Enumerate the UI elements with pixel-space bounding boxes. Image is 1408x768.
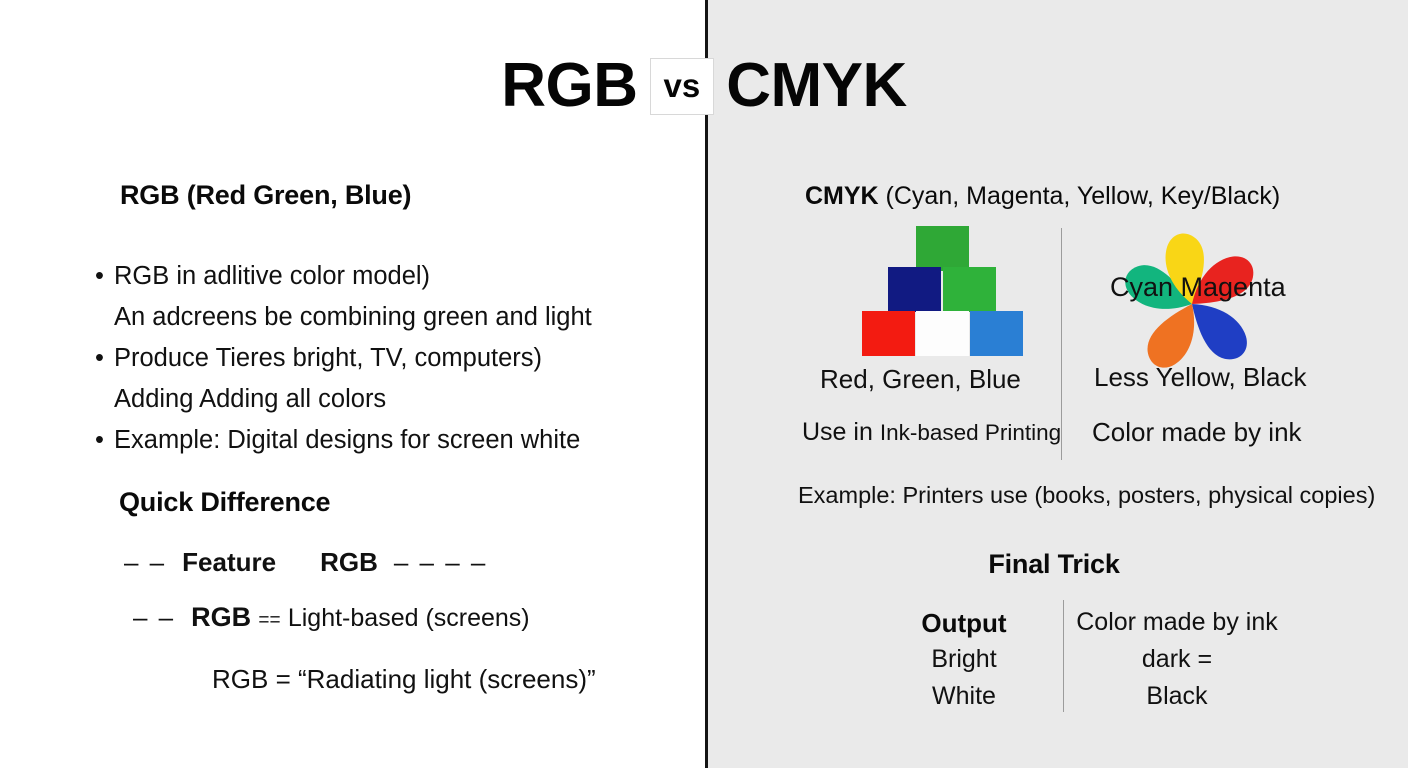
final-trick-output-line: Bright xyxy=(931,645,997,673)
square-green xyxy=(943,267,996,312)
rgb-label: RGB xyxy=(191,602,252,632)
bullet-icon: • xyxy=(95,344,104,372)
list-item: •Adding Adding all colors xyxy=(95,379,685,420)
list-item: • Produce Tieres bright, TV, computers) xyxy=(95,338,685,379)
list-item-label: An adcreens be combining green and light xyxy=(114,303,592,331)
bullet-icon: • xyxy=(95,262,104,290)
rgb-value: Light-based (screens) xyxy=(287,604,530,632)
caption-less-yellow-black: Less Yellow, Black xyxy=(1094,362,1307,392)
list-item-label: Produce Tieres bright, TV, computers) xyxy=(114,344,543,372)
list-item: • RGB in adlitive color model) xyxy=(95,256,685,297)
final-trick-output-title: Output xyxy=(921,608,1007,638)
caption-ink-based-printing: Use in Ink-based Printing xyxy=(802,418,1061,447)
petal-yellow-icon xyxy=(1165,233,1204,304)
title-rgb: RGB xyxy=(501,51,638,120)
cmyk-flower-graphic xyxy=(1112,218,1272,370)
final-trick-divider xyxy=(1063,600,1064,712)
rgb-panel xyxy=(0,0,706,768)
final-trick-ink-line: dark = xyxy=(1141,645,1213,673)
square-red xyxy=(862,311,915,356)
final-trick-column-output: Output Bright White xyxy=(888,605,1040,715)
petal-red-icon xyxy=(1192,256,1254,304)
feature-value: RGB xyxy=(320,547,378,577)
feature-label: Feature xyxy=(182,547,277,577)
page-title: RGB vs CMYK xyxy=(0,44,1408,128)
cmyk-heading: CMYK (Cyan, Magenta, Yellow, Key/Black) xyxy=(805,182,1280,211)
equals-sign-2: = xyxy=(269,610,281,631)
rgb-squares-graphic xyxy=(862,226,1024,356)
center-divider xyxy=(705,0,708,768)
flower-overlay-label: Cyan Magenta xyxy=(1110,272,1286,302)
final-trick-heading: Final Trick xyxy=(0,549,1408,580)
comparison-row-rgb: – – RGB == Light-based (screens) xyxy=(133,600,530,638)
petal-teal-icon xyxy=(1125,265,1192,309)
list-item-label: Example: Digital designs for screen whit… xyxy=(114,426,581,454)
comparison-row-feature: – – Feature RGB – – – – xyxy=(124,545,487,579)
final-trick-ink-title: Color made by ink xyxy=(1076,608,1278,636)
list-item: • Example: Digital designs for screen whi… xyxy=(95,420,685,461)
graphics-column-divider xyxy=(1061,228,1062,460)
equals-sign: = xyxy=(258,610,270,631)
petal-blue-icon xyxy=(1192,304,1247,360)
caption-red-green-blue: Red, Green, Blue xyxy=(820,364,1021,394)
list-item: •An adcreens be combining green and ligh… xyxy=(95,297,685,338)
square-green-top xyxy=(916,226,969,271)
cmyk-heading-rest: (Cyan, Magenta, Yellow, Key/Black) xyxy=(878,182,1281,210)
petal-orange-icon xyxy=(1147,304,1195,368)
final-trick-column-ink: Color made by ink dark = Black xyxy=(1076,604,1278,715)
caption-color-made-by-ink: Color made by ink xyxy=(1092,417,1302,447)
final-trick-heading-label: Final Trick xyxy=(988,549,1120,579)
dash-left: – – xyxy=(124,547,167,577)
list-item-label: Adding Adding all colors xyxy=(114,385,387,413)
rgb-bullet-list: •RGB in adlitive color model) •An adcree… xyxy=(95,256,685,461)
final-trick-output-line: White xyxy=(932,682,996,710)
rgb-quote-row: RGB = “Radiating light (screens)” xyxy=(212,664,596,694)
rgb-heading: RGB (Red Green, Blue) xyxy=(120,180,412,210)
list-item-label: RGB in adlitive color model) xyxy=(114,262,431,290)
square-navy xyxy=(888,267,941,312)
final-trick-ink-line: Black xyxy=(1146,682,1208,710)
bullet-icon: • xyxy=(95,426,104,454)
title-vs-badge: vs xyxy=(649,57,715,115)
caption-use-in: Use in xyxy=(802,418,880,446)
flower-svg xyxy=(1125,233,1254,368)
square-blue xyxy=(970,311,1023,356)
square-white xyxy=(916,311,969,356)
cmyk-example-line: Example: Printers use (books, posters, p… xyxy=(798,482,1376,508)
caption-ink-printing: Ink-based Printing xyxy=(879,420,1062,445)
dash-right: – – – – xyxy=(393,547,488,577)
dash-left: – – xyxy=(133,602,176,632)
cmyk-panel xyxy=(708,0,1408,768)
quick-difference-heading: Quick Difference xyxy=(119,487,331,517)
title-cmyk: CMYK xyxy=(726,51,907,120)
cmyk-heading-bold: CMYK xyxy=(805,182,879,210)
